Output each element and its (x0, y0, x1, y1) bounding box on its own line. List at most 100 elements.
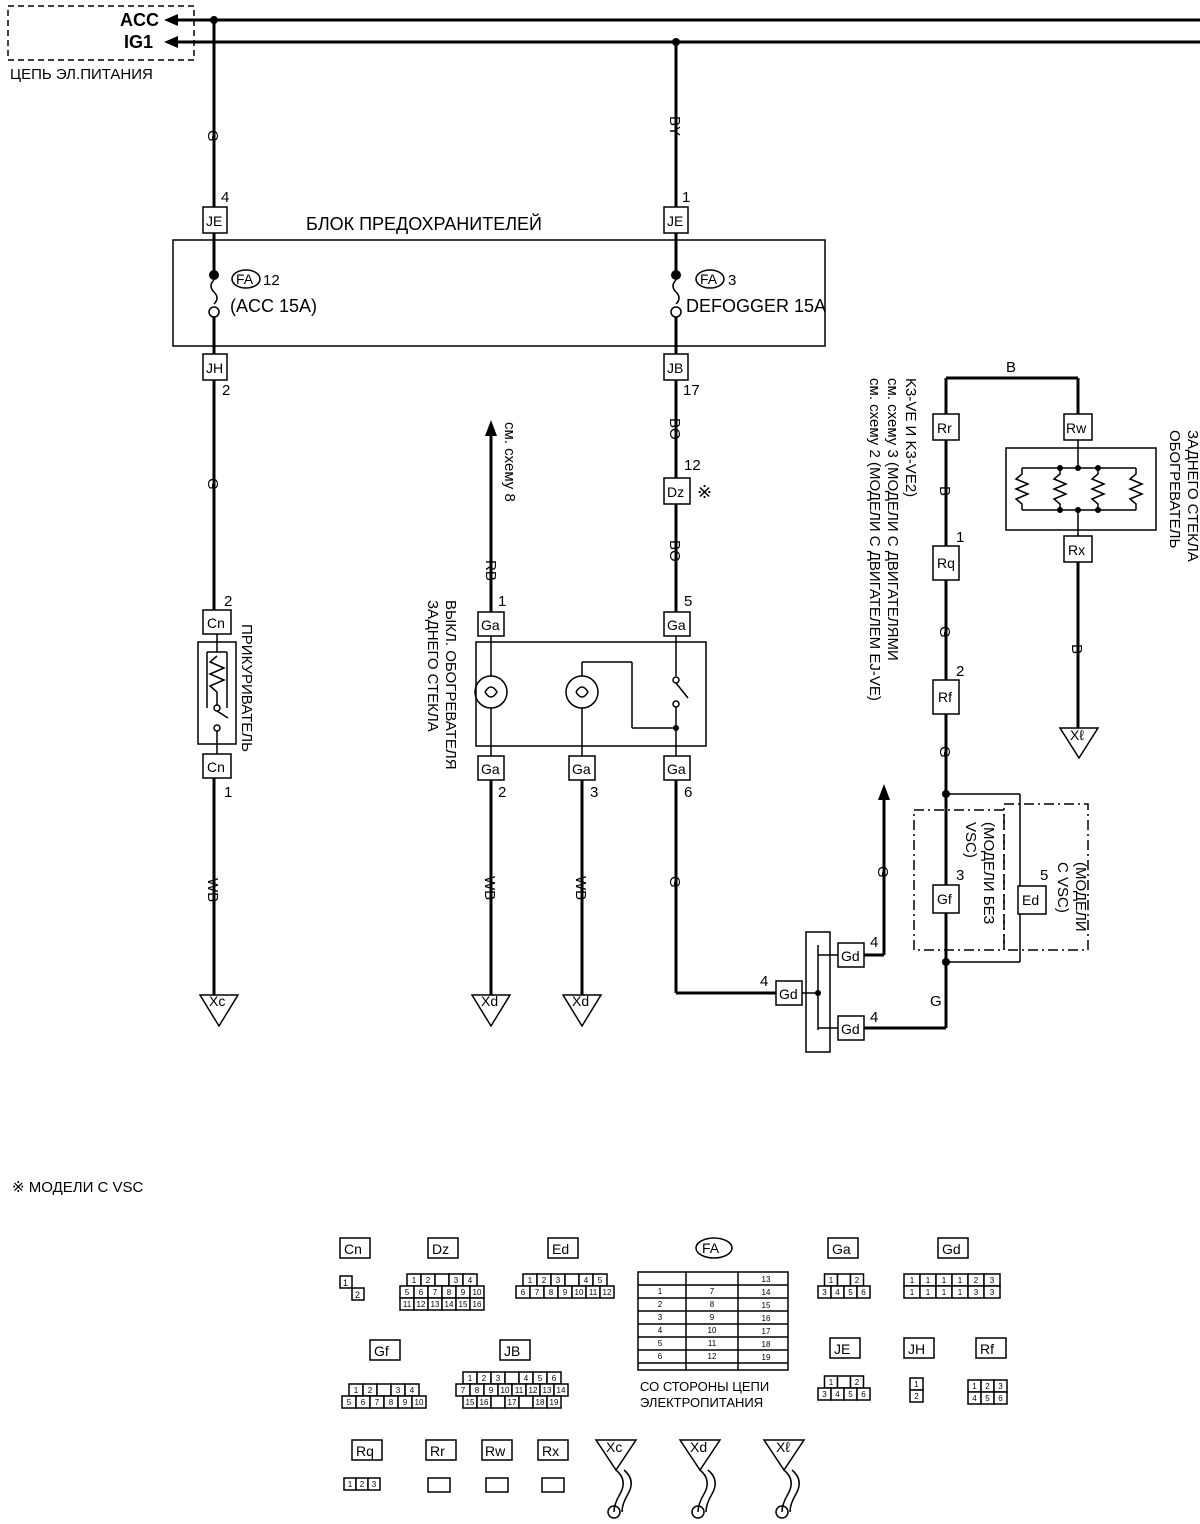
pin-number: 1 (829, 1276, 834, 1285)
ground-xd-2-icon (561, 994, 603, 1028)
pin-number: 4 (524, 1374, 529, 1383)
pin-number: 1 (354, 1386, 359, 1395)
pin-number: 4 (410, 1386, 415, 1395)
vsc-label: (МОДЕЛИ С VSC) (1054, 862, 1089, 932)
pin-number: 19 (550, 1398, 559, 1407)
pin-cell (434, 1273, 450, 1287)
pin-number: 3 (990, 1276, 995, 1285)
pin-number: 10 (501, 1386, 510, 1395)
pin-cell (856, 1285, 871, 1299)
wire-g-3: G (666, 876, 683, 888)
pin-cell (909, 1389, 924, 1403)
fuse-acc-icon (210, 279, 218, 305)
svg-text:Ga: Ga (481, 761, 500, 777)
svg-text:Cn: Cn (207, 759, 225, 775)
svg-text:Cn: Cn (344, 1241, 362, 1257)
pin-cell (469, 1297, 485, 1311)
connector-rw (1063, 413, 1093, 441)
svg-text:4: 4 (870, 934, 878, 951)
svg-text:(МОДЕЛИ БЕЗ: (МОДЕЛИ БЕЗ (980, 822, 997, 924)
pin-number: 1 (914, 1380, 919, 1389)
ground-xd-1-icon (470, 994, 512, 1028)
pin-number: 1 (412, 1276, 417, 1285)
switch-label: ВЫКЛ. ОБОГРЕВАТЕЛЯ ЗАДНЕГО СТЕКЛА (424, 600, 459, 770)
pin-number: 10 (415, 1398, 424, 1407)
svg-text:FA: FA (236, 271, 254, 287)
connector-ga-1 (477, 611, 505, 637)
pin-cell (490, 1395, 506, 1409)
wire-g-4: G (874, 866, 891, 878)
pin-cell (836, 1375, 852, 1389)
fuse-number: 8 (710, 1300, 715, 1309)
svg-text:Xd: Xd (481, 993, 498, 1009)
pin-number: 2 (855, 1378, 860, 1387)
svg-text:Rf: Rf (980, 1341, 994, 1357)
connector-je-left-label: JE (206, 213, 222, 229)
pin-number: 3 (454, 1276, 459, 1285)
vsc-footnote: ※ МОДЕЛИ С VSC (12, 1179, 144, 1196)
svg-text:Dz: Dz (667, 484, 684, 500)
svg-text:Cn: Cn (207, 615, 225, 631)
svg-text:Gd: Gd (779, 986, 798, 1002)
wire-g-5: G (930, 993, 942, 1010)
power-circuit-label: ЦЕПЬ ЭЛ.ПИТАНИЯ (10, 66, 153, 83)
svg-text:ЗАДНЕГО СТЕКЛА: ЗАДНЕГО СТЕКЛА (424, 600, 441, 732)
pin-cell (504, 1371, 520, 1385)
pin-number: 13 (543, 1386, 552, 1395)
pin-number: 6 (419, 1288, 424, 1297)
svg-text:Gf: Gf (374, 1343, 389, 1359)
svg-text:JB: JB (504, 1343, 520, 1359)
svg-text:5: 5 (1040, 867, 1048, 884)
fuse-number: 11 (708, 1339, 717, 1348)
svg-text:Rr: Rr (430, 1443, 445, 1459)
svg-text:JB: JB (667, 360, 683, 376)
pin-number: 3 (822, 1288, 827, 1297)
pin-number: 7 (433, 1288, 438, 1297)
lighter-heater-icon (208, 655, 226, 693)
see-scheme-8: см. схему 8 (501, 422, 518, 502)
pin-number: 10 (575, 1288, 584, 1297)
pin-number: 2 (368, 1386, 373, 1395)
svg-text:1: 1 (498, 593, 506, 610)
fuse-number: 13 (762, 1275, 771, 1284)
pin-number: 3 (990, 1288, 995, 1297)
pin-number: 17 (508, 1398, 517, 1407)
svg-text:2: 2 (956, 663, 964, 680)
pin-number: 14 (557, 1386, 566, 1395)
svg-text:1: 1 (682, 189, 690, 206)
svg-text:Ga: Ga (572, 761, 591, 777)
defogger-switch (475, 641, 707, 747)
wire-g-2: G (204, 478, 221, 490)
connector-ga-6 (663, 755, 691, 781)
fuse-number: 3 (658, 1313, 663, 1322)
heater-grid-icon (1014, 468, 1144, 510)
svg-text:Gd: Gd (841, 1021, 860, 1037)
svg-text:Ga: Ga (667, 617, 686, 633)
wire-g-7: G (936, 746, 953, 758)
svg-text:ЗАДНЕГО СТЕКЛА: ЗАДНЕГО СТЕКЛА (1184, 430, 1200, 562)
pin-number: 14 (445, 1300, 454, 1309)
svg-text:3: 3 (728, 272, 736, 289)
pin-number: 2 (542, 1276, 547, 1285)
svg-text:Xc: Xc (209, 993, 225, 1009)
pin-number: 5 (848, 1288, 853, 1297)
pin-number: 1 (348, 1480, 353, 1489)
ground-xc-icon (198, 994, 240, 1028)
pin-number: 1 (972, 1382, 977, 1391)
ig1-label: IG1 (124, 32, 153, 52)
wire-g-1: G (204, 130, 221, 142)
acc-label: ACC (120, 10, 159, 30)
fuse-number: 14 (762, 1288, 771, 1297)
pin-number: 6 (552, 1374, 557, 1383)
pin-cell (518, 1395, 534, 1409)
svg-text:Gd: Gd (841, 948, 860, 964)
pin-number: 18 (536, 1398, 545, 1407)
pin-number: 12 (529, 1386, 538, 1395)
svg-text:(МОДЕЛИ: (МОДЕЛИ (1072, 862, 1089, 932)
svg-text:Rx: Rx (542, 1443, 559, 1459)
pin-number: 4 (972, 1394, 977, 1403)
